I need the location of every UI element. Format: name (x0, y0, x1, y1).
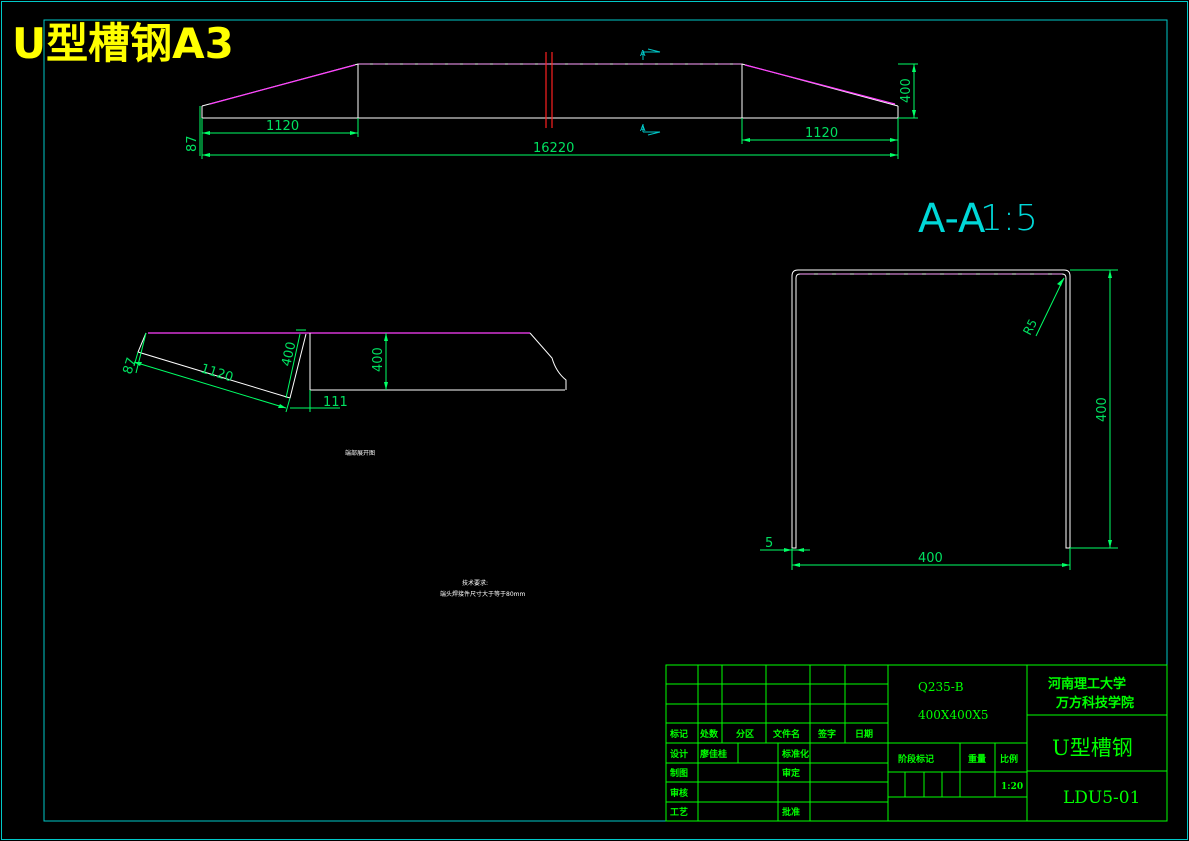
section-dimension-lines (760, 269, 1118, 570)
notes-line1: 端头焊接件尺寸大于等于80mm (440, 590, 525, 598)
detail-dim-end: 87 (121, 356, 140, 376)
detail-dim-offset: 111 (323, 395, 348, 410)
left-taper-edge (209, 64, 356, 105)
dim-height: 400 (899, 78, 914, 103)
u-channel-profile (791, 269, 1071, 549)
section-dim-radius: R5 (1020, 317, 1040, 338)
notes-title: 技术要求: (462, 579, 488, 587)
tb-header-count: 处数 (699, 728, 719, 740)
dim-right-taper: 1120 (805, 126, 838, 141)
title-block: Q235-B 400X400X5 河南理工大学 万方科技学院 U型槽钢 LDU5… (665, 664, 1168, 822)
detail-caption: 端部展开图 (345, 449, 375, 457)
tb-row-draw: 制图 (670, 767, 688, 779)
right-taper-edge (744, 64, 896, 105)
top-view: A A (185, 48, 918, 159)
section-dimension-arrows (784, 270, 1112, 567)
dim-total-length: 16220 (533, 141, 574, 156)
detail-dim-height: 400 (371, 347, 386, 372)
tb-designer: 廖佳桂 (700, 748, 727, 760)
detail-dimension-arrows (134, 333, 388, 408)
tb-scale-label: 比例 (1000, 753, 1018, 765)
section-scale: 1:5 (980, 198, 1038, 239)
title-block-grid (666, 665, 1167, 821)
tb-header-mark: 标记 (669, 728, 688, 740)
tb-material: Q235-B (918, 680, 964, 694)
detail-view: 87 1120 400 400 111 端部展开图 (121, 329, 567, 457)
section-dim-height: 400 (1095, 397, 1110, 422)
detail-dim-slant-height: 400 (279, 340, 299, 368)
tb-school-line1: 河南理工大学 (1048, 676, 1126, 692)
sheet-label: U型槽钢A3 (12, 19, 234, 68)
section-label: A-A (918, 196, 986, 242)
top-profile (201, 63, 899, 107)
tb-header-date: 日期 (855, 728, 873, 740)
tb-review: 审定 (782, 767, 801, 779)
detail-dim-taper: 1120 (199, 361, 235, 385)
detail-break (529, 332, 567, 390)
tb-header-sign: 签字 (817, 728, 836, 740)
tb-row-check: 审核 (670, 787, 688, 799)
tb-spec: 400X400X5 (918, 708, 989, 722)
tb-row-design: 设计 (670, 748, 688, 760)
section-view: A-A 1:5 400 400 5 R5 (760, 196, 1118, 570)
detail-body (309, 333, 565, 391)
inner-border (43, 19, 1168, 822)
section-arrow-bottom (642, 124, 661, 136)
section-dim-thickness: 5 (765, 536, 773, 551)
top-dimension-arrows (202, 64, 916, 157)
tb-header-file: 文件名 (772, 728, 800, 740)
tb-standardize: 标准化 (781, 748, 809, 760)
tb-approve: 批准 (782, 806, 800, 818)
tb-weight: 重量 (968, 753, 986, 765)
section-arrow-top (642, 48, 661, 60)
top-dimension-lines (199, 63, 918, 159)
tb-drawing-number: LDU5-01 (1063, 788, 1140, 808)
section-dim-width: 400 (918, 551, 943, 566)
tb-scale-value: 1:20 (1001, 782, 1023, 792)
dim-left-end: 87 (185, 135, 200, 152)
tb-row-process: 工艺 (670, 806, 688, 818)
dim-left-taper: 1120 (266, 119, 299, 134)
tb-stage-mark: 阶段标记 (898, 753, 934, 765)
section-mark-bottom: A (640, 124, 646, 133)
tb-school-line2: 万方科技学院 (1055, 695, 1134, 711)
detail-dimension-lines (133, 329, 387, 413)
tb-header-zone: 分区 (736, 728, 754, 740)
section-mark-top: A (640, 49, 646, 58)
tb-drawing-name: U型槽钢 (1052, 736, 1133, 760)
detail-flap (137, 332, 307, 399)
